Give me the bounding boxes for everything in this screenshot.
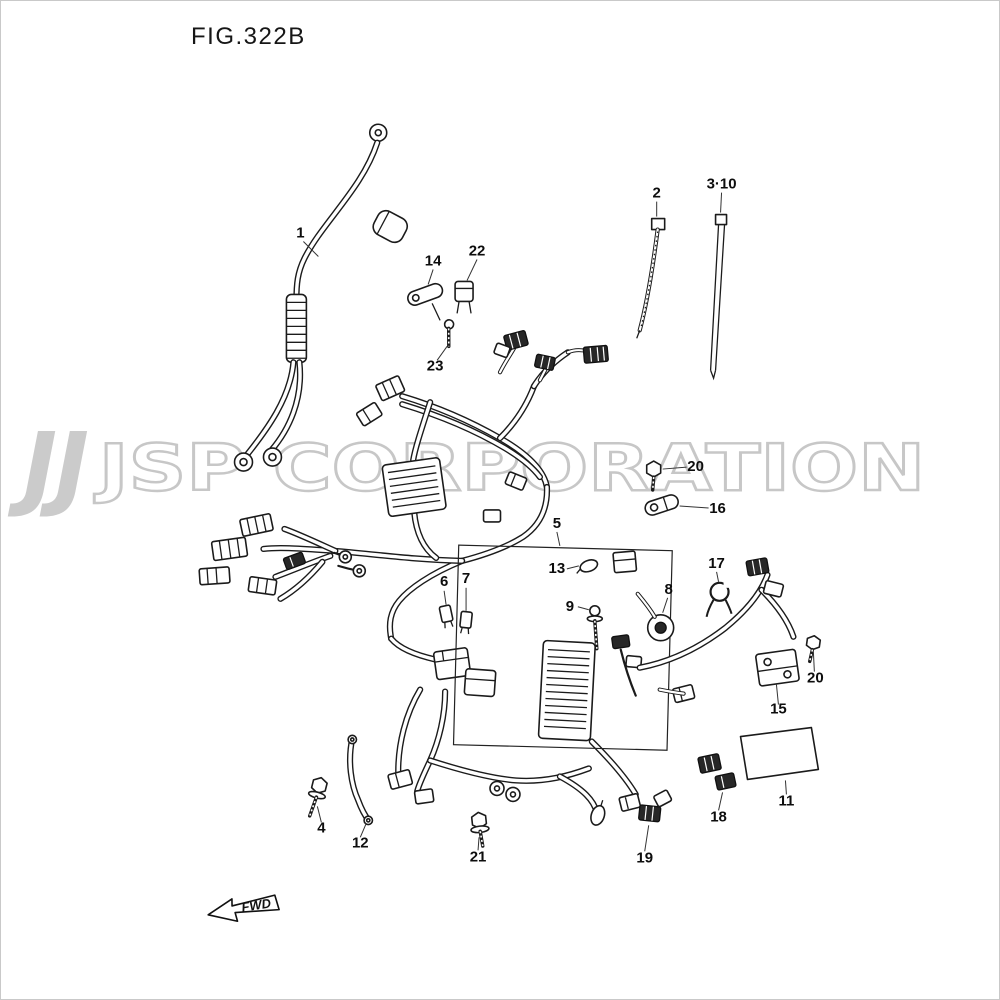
wire-clamp-art bbox=[705, 581, 733, 617]
mounting-hardware-art bbox=[307, 734, 490, 848]
connector-cluster-19-art bbox=[618, 789, 673, 823]
insulator-sheet-art bbox=[739, 726, 820, 781]
long-cable-tie-art bbox=[709, 213, 728, 381]
callout-20-upper: 20 bbox=[687, 458, 704, 475]
callout-23: 23 bbox=[427, 357, 444, 374]
callout-9: 9 bbox=[566, 598, 574, 615]
callout-3-10: 3·10 bbox=[707, 176, 737, 193]
callout-15: 15 bbox=[770, 701, 787, 718]
callout-14: 14 bbox=[425, 252, 442, 269]
leader-lines bbox=[303, 192, 815, 852]
callout-8: 8 bbox=[664, 581, 672, 598]
bolt-bracket-upper-art bbox=[644, 460, 679, 516]
callout-13: 13 bbox=[549, 560, 566, 577]
callouts: 1 2 3·10 14 22 23 20 16 5 13 6 7 8 9 17 … bbox=[296, 176, 823, 867]
connector-pair-18-art bbox=[697, 753, 737, 791]
figure-title: FIG.322B bbox=[191, 23, 306, 50]
callout-12: 12 bbox=[352, 834, 369, 851]
battery-cable-art bbox=[233, 123, 409, 472]
callout-11: 11 bbox=[779, 792, 795, 809]
callout-18: 18 bbox=[710, 808, 727, 825]
callout-6: 6 bbox=[440, 573, 448, 590]
ecu-upper-art bbox=[381, 457, 447, 518]
callout-2: 2 bbox=[653, 185, 661, 202]
main-harness-art bbox=[260, 346, 639, 816]
callout-20-lower: 20 bbox=[807, 670, 824, 687]
callout-7: 7 bbox=[462, 570, 470, 587]
subassembly-box-art bbox=[438, 544, 696, 751]
right-harness-art bbox=[636, 557, 822, 687]
callout-5: 5 bbox=[553, 515, 561, 532]
callout-19: 19 bbox=[636, 849, 653, 866]
callout-22: 22 bbox=[469, 242, 486, 259]
cable-tie-art bbox=[636, 217, 666, 339]
callout-16: 16 bbox=[709, 500, 726, 517]
fwd-arrow-icon: FWD bbox=[207, 894, 280, 923]
bracket-sensor-art bbox=[407, 280, 474, 349]
callout-21: 21 bbox=[470, 848, 487, 865]
callout-1: 1 bbox=[296, 225, 304, 242]
fwd-label: FWD bbox=[240, 895, 272, 914]
callout-4: 4 bbox=[317, 819, 326, 836]
callout-17: 17 bbox=[708, 555, 725, 572]
harness-connectors-art bbox=[198, 330, 609, 826]
